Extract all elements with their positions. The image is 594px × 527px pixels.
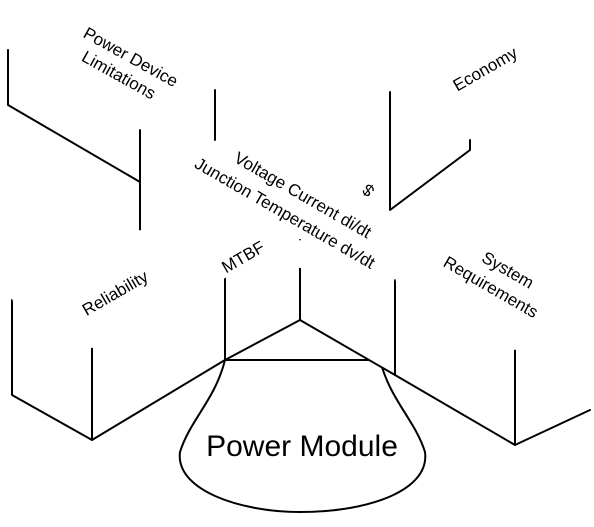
box-economy: Economy	[389, 43, 590, 211]
box-reliability: Reliability	[12, 230, 225, 348]
cross-base	[11, 239, 591, 446]
power-module-bag: Power Module	[178, 359, 427, 513]
power-module-label: Power Module	[206, 430, 398, 463]
box-system-requirements: System Requirements	[395, 230, 590, 350]
